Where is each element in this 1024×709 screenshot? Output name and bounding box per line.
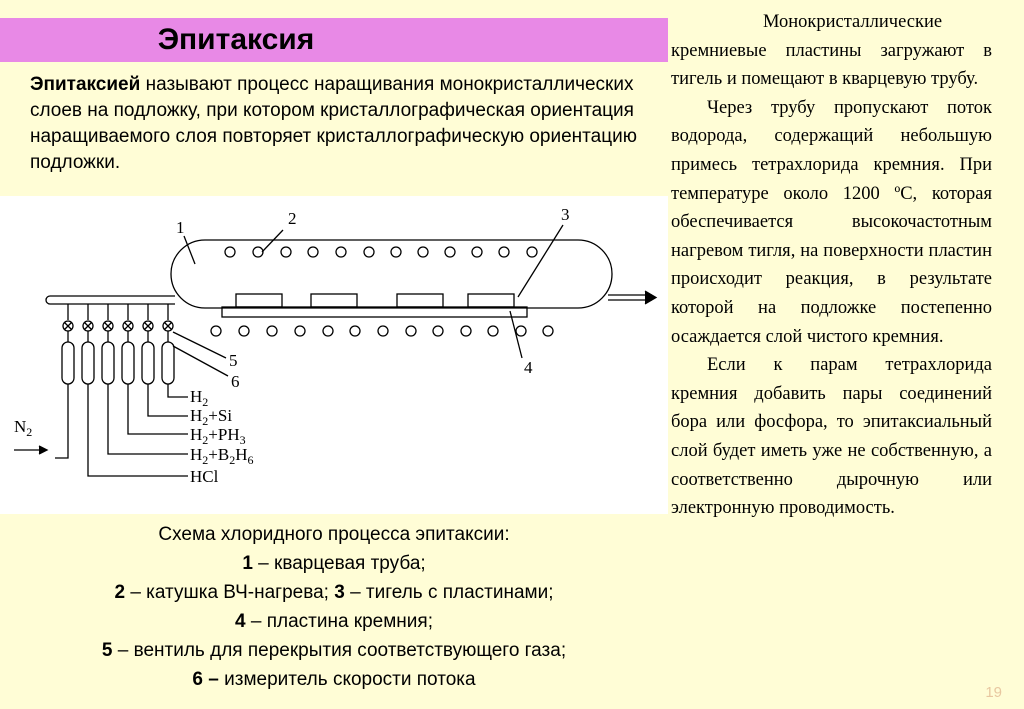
gas-label-h2-ph3: H2+PH3 [190, 425, 246, 447]
paragraph-loading: Монокристаллические кремниевые пластины … [671, 12, 992, 90]
page-title: Эпитаксия [157, 23, 315, 56]
pipe-segments [67, 331, 169, 342]
label-4: 4 [524, 358, 533, 377]
caption-item: 2 – катушка ВЧ-нагрева; 3 – тигель с пла… [114, 582, 554, 603]
label-3: 3 [561, 205, 570, 224]
caption-item: 6 – измеритель скорости потока [192, 669, 476, 690]
hf-coil-bottom [210, 325, 554, 337]
label-2: 2 [288, 209, 297, 228]
label-n2: N2 [14, 417, 32, 439]
hf-coil-top [224, 246, 538, 258]
paragraph-hydrogen: Через трубу пропускают поток водорода, с… [671, 97, 992, 347]
title-bar: Эпитаксия [0, 18, 668, 62]
caption-item: 4 – пластина кремния; [235, 611, 433, 632]
wafer [467, 293, 515, 308]
diagram-caption: Схема хлоридного процесса эпитаксии: 1 –… [0, 520, 668, 694]
label-5: 5 [229, 351, 238, 370]
gas-label-h2-b2h6: H2+B2H6 [190, 445, 254, 467]
page-number: 19 [985, 684, 1002, 701]
gas-lines [67, 304, 169, 320]
quartz-tube [170, 239, 613, 309]
gas-label-h2-si: H2+Si [190, 406, 232, 428]
crucible [221, 306, 528, 318]
wafer [396, 293, 444, 308]
gas-label-h2: H2 [190, 387, 208, 409]
feed-lines [55, 384, 188, 477]
definition-term: Эпитаксией [30, 74, 141, 95]
wafer [235, 293, 283, 308]
paragraph-doping: Если к парам тетрахлорида кремния добави… [671, 355, 992, 519]
definition-body: называют процесс наращивания монокристал… [30, 74, 637, 173]
valves [62, 320, 174, 332]
outlet-arrow [644, 290, 658, 305]
label-1: 1 [176, 218, 185, 237]
flowmeters [61, 341, 175, 385]
caption-item: 1 – кварцевая труба; [242, 553, 426, 574]
gas-label-hcl: HCl [190, 467, 219, 486]
right-column-text: Монокристаллические кремниевые пластины … [671, 8, 992, 523]
caption-title: Схема хлоридного процесса эпитаксии: [158, 524, 510, 545]
definition-text: Эпитаксией называют процесс наращивания … [30, 72, 668, 176]
epitaxy-diagram: 1 2 3 4 5 6 N2 H2 H2+Si H2+PH3 H2+B2H6 H… [0, 196, 668, 514]
label-6: 6 [231, 372, 240, 391]
caption-item: 5 – вентиль для перекрытия соответствующ… [101, 640, 567, 661]
epitaxy-diagram-svg: 1 2 3 4 5 6 N2 H2 H2+Si H2+PH3 H2+B2H6 H… [14, 205, 658, 486]
wafer [310, 293, 358, 308]
